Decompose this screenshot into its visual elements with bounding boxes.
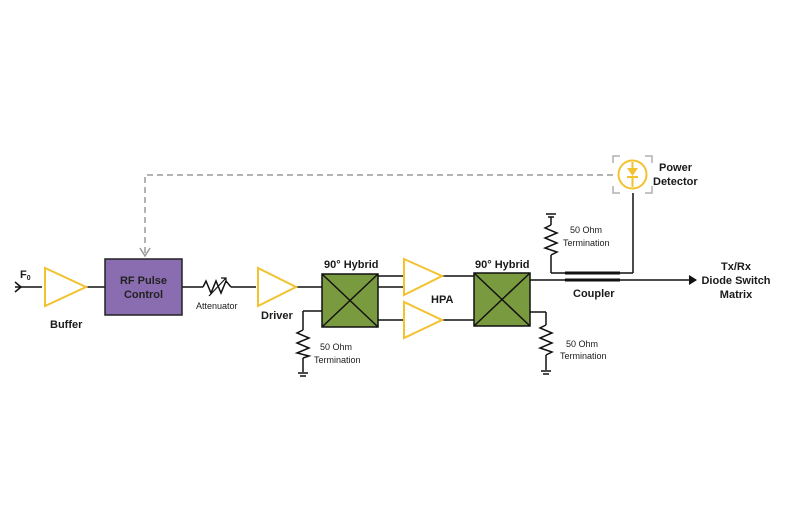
hybrid1-label: 90° Hybrid — [324, 259, 379, 271]
buffer-amplifier-icon — [44, 266, 89, 308]
term1-label-line1: 50 Ohm — [320, 342, 352, 352]
term3-label-line1: 50 Ohm — [570, 225, 602, 235]
power-detector-label-line2: Detector — [653, 176, 698, 188]
term2-label-line1: 50 Ohm — [566, 339, 598, 349]
termination1-resistor-icon — [294, 329, 312, 359]
hpa-label: HPA — [431, 294, 453, 306]
driver-amplifier-icon — [257, 266, 299, 308]
output-label-line2: Diode Switch — [701, 275, 770, 287]
term3-label-line2: Termination — [563, 238, 610, 248]
termination3-ground-icon — [546, 213, 556, 218]
termination1-ground-icon — [298, 372, 308, 377]
hybrid2-label: 90° Hybrid — [475, 259, 530, 271]
output-arrowhead — [689, 275, 697, 285]
feedback-arrowhead — [139, 247, 151, 258]
hpa-amplifier-upper-icon — [403, 257, 445, 297]
output-label-line1: Tx/Rx — [721, 261, 752, 273]
hybrid2-cross-b — [473, 272, 531, 327]
power-detector-icon — [617, 159, 648, 190]
buffer-label: Buffer — [50, 319, 83, 331]
input-label: F0 — [20, 269, 31, 282]
attenuator-label: Attenuator — [196, 301, 238, 311]
rf-pulse-control-block — [104, 258, 183, 316]
termination2-resistor-icon — [537, 324, 554, 356]
attenuator-arrow-head — [221, 277, 227, 283]
term2-label-line2: Termination — [560, 351, 607, 361]
signal-wiring — [15, 193, 696, 372]
termination2-ground-icon — [541, 370, 551, 375]
termination3-resistor-icon — [542, 224, 559, 256]
term1-label-line2: Termination — [314, 355, 361, 365]
hybrid1-cross-b — [321, 273, 379, 328]
driver-label: Driver — [261, 310, 294, 322]
rf-pulse-label-line1: RF Pulse — [120, 275, 167, 287]
attenuator-arrow — [208, 277, 227, 297]
hpa-amplifier-lower-icon — [403, 300, 445, 340]
detector-bracket — [612, 155, 653, 194]
input-arrow — [14, 281, 23, 293]
rf-pulse-label-line2: Control — [124, 289, 163, 301]
coupler-label: Coupler — [573, 288, 615, 300]
output-label-line3: Matrix — [720, 289, 753, 301]
power-detector-label-line1: Power — [659, 162, 693, 174]
feedback-line — [144, 174, 613, 253]
